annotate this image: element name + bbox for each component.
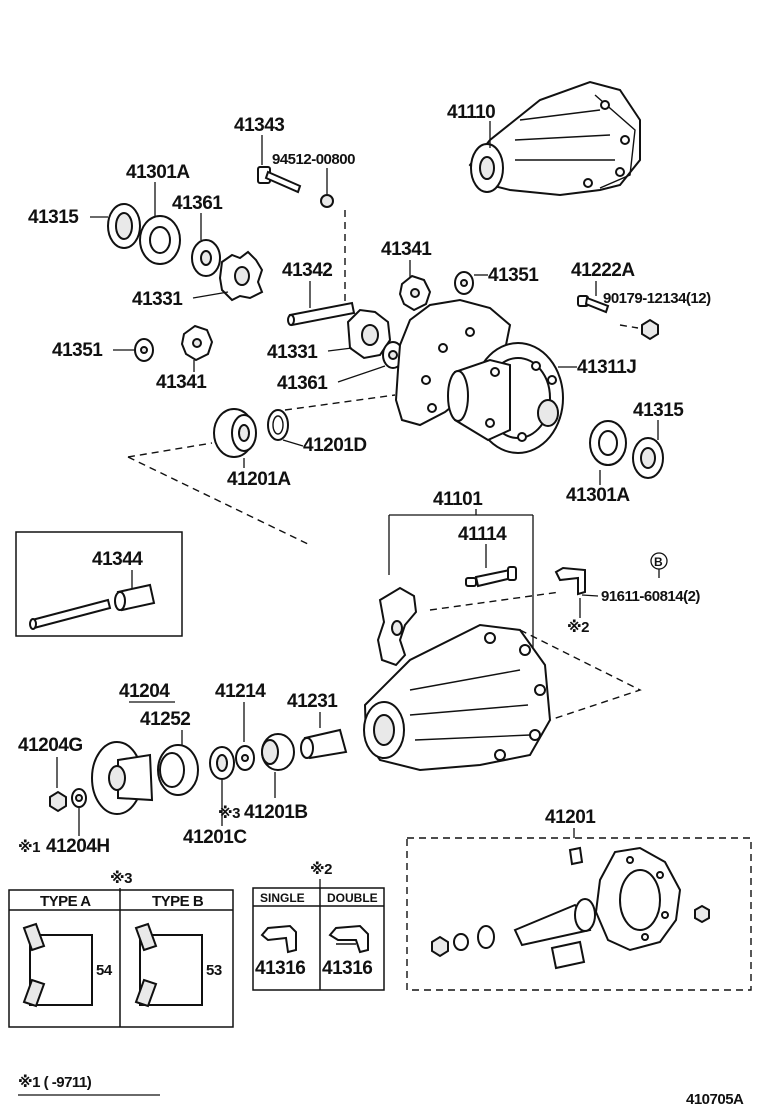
washer-41204H	[71, 788, 87, 808]
bearing-41315-right	[632, 437, 664, 479]
bearing-type-b	[134, 922, 203, 1008]
label-41343: 41343	[234, 115, 284, 136]
label-41341-left: 41341	[156, 372, 207, 393]
note3-41201B: ※3	[218, 804, 240, 822]
bracket-double	[328, 924, 369, 954]
bolt-41343	[257, 166, 302, 194]
label-41201A: 41201A	[227, 469, 291, 490]
label-41315-right: 41315	[633, 400, 684, 421]
label-90179-12134: 90179-12134(12)	[603, 290, 711, 307]
deflector-41214	[235, 745, 255, 771]
nut-90179	[641, 318, 659, 341]
bracket-91611	[554, 566, 586, 596]
label-41316-double: 41316	[322, 958, 372, 979]
note1-41204H: ※1	[18, 838, 40, 856]
label-41222A: 41222A	[571, 260, 635, 281]
carrier-assembly-41110	[468, 80, 641, 197]
label-94512-00800: 94512-00800	[272, 151, 355, 168]
box-41344	[15, 531, 183, 637]
label-41110: 41110	[447, 102, 495, 123]
note2-table: ※2	[310, 860, 332, 878]
label-41361-top: 41361	[172, 193, 223, 214]
double-header: DOUBLE	[327, 891, 378, 905]
label-41204H: 41204H	[46, 836, 110, 857]
bolt-41222A	[577, 295, 610, 314]
note3-table: ※3	[110, 869, 132, 887]
diagram-code: 410705A	[686, 1091, 744, 1108]
bolt-41114	[465, 566, 517, 588]
label-41204: 41204	[119, 681, 170, 702]
label-41301A-top: 41301A	[126, 162, 190, 183]
thrust-washer-41351-left	[134, 338, 154, 362]
sleeve-41344	[114, 583, 156, 612]
label-41252: 41252	[140, 709, 190, 730]
label-41331-top: 41331	[132, 289, 183, 310]
bracket-table	[252, 887, 385, 991]
bearing-41201B	[261, 733, 295, 771]
note2-bracket: ※2	[567, 618, 589, 636]
box-41201	[406, 837, 752, 991]
bearing-cap	[376, 586, 418, 667]
dim-54: 54	[96, 962, 113, 979]
thrust-washer-41351-top	[454, 271, 474, 295]
dim-53: 53	[206, 962, 222, 979]
bearing-41201A	[213, 408, 257, 458]
label-41351-left: 41351	[52, 340, 103, 361]
label-41214: 41214	[215, 681, 266, 702]
bearing-type-a	[22, 922, 93, 1008]
label-41315-top: 41315	[28, 207, 79, 228]
type-a-header: TYPE A	[40, 893, 91, 910]
label-41114: 41114	[458, 524, 507, 545]
footer-note: ※1 ( -9711)	[18, 1073, 92, 1091]
label-41316-single: 41316	[255, 958, 305, 979]
bracket-single	[260, 924, 297, 954]
bearing-race-41301A-top	[139, 215, 181, 265]
label-41231: 41231	[287, 691, 338, 712]
single-header: SINGLE	[260, 891, 305, 905]
label-41341-top: 41341	[381, 239, 432, 260]
label-41361-mid: 41361	[277, 373, 328, 394]
label-91611-60814: 91611-60814(2)	[601, 588, 700, 605]
pinion-gear-41341-left	[180, 324, 214, 362]
circle-b-text: B	[654, 555, 663, 569]
spacer-41201D	[267, 409, 289, 441]
nut-41204G	[49, 790, 67, 813]
nut-94512	[320, 194, 334, 208]
label-41351-top: 41351	[488, 265, 539, 286]
label-41311J: 41311J	[577, 357, 636, 378]
label-41201: 41201	[545, 807, 596, 828]
spacer-41231	[300, 728, 348, 760]
ring-pinion-set-41201	[431, 846, 710, 970]
label-41342: 41342	[282, 260, 332, 281]
differential-case-41311J	[447, 342, 564, 454]
bearing-41315-top	[107, 203, 141, 249]
side-gear-41331-top	[218, 250, 264, 302]
washer-41361-top	[191, 239, 221, 277]
oil-seal-41252	[157, 744, 199, 796]
type-b-header: TYPE B	[152, 893, 204, 910]
side-gear-41331-mid	[346, 308, 392, 360]
label-41201C: 41201C	[183, 827, 247, 848]
type-table	[8, 889, 234, 1028]
label-41201B: 41201B	[244, 802, 308, 823]
label-41344: 41344	[92, 549, 143, 570]
bearing-41201C	[209, 746, 235, 780]
pinion-shaft-41342	[287, 301, 356, 327]
pinion-gear-41341-top	[398, 274, 432, 312]
label-41331-mid: 41331	[267, 342, 318, 363]
label-41301A-right: 41301A	[566, 485, 630, 506]
label-41201D: 41201D	[303, 435, 367, 456]
axle-housing	[363, 623, 552, 772]
label-41204G: 41204G	[18, 735, 83, 756]
label-41101: 41101	[433, 489, 483, 510]
shaft-41344	[29, 598, 112, 630]
bearing-race-41301A-right	[589, 420, 627, 466]
flange-41204	[91, 741, 154, 815]
